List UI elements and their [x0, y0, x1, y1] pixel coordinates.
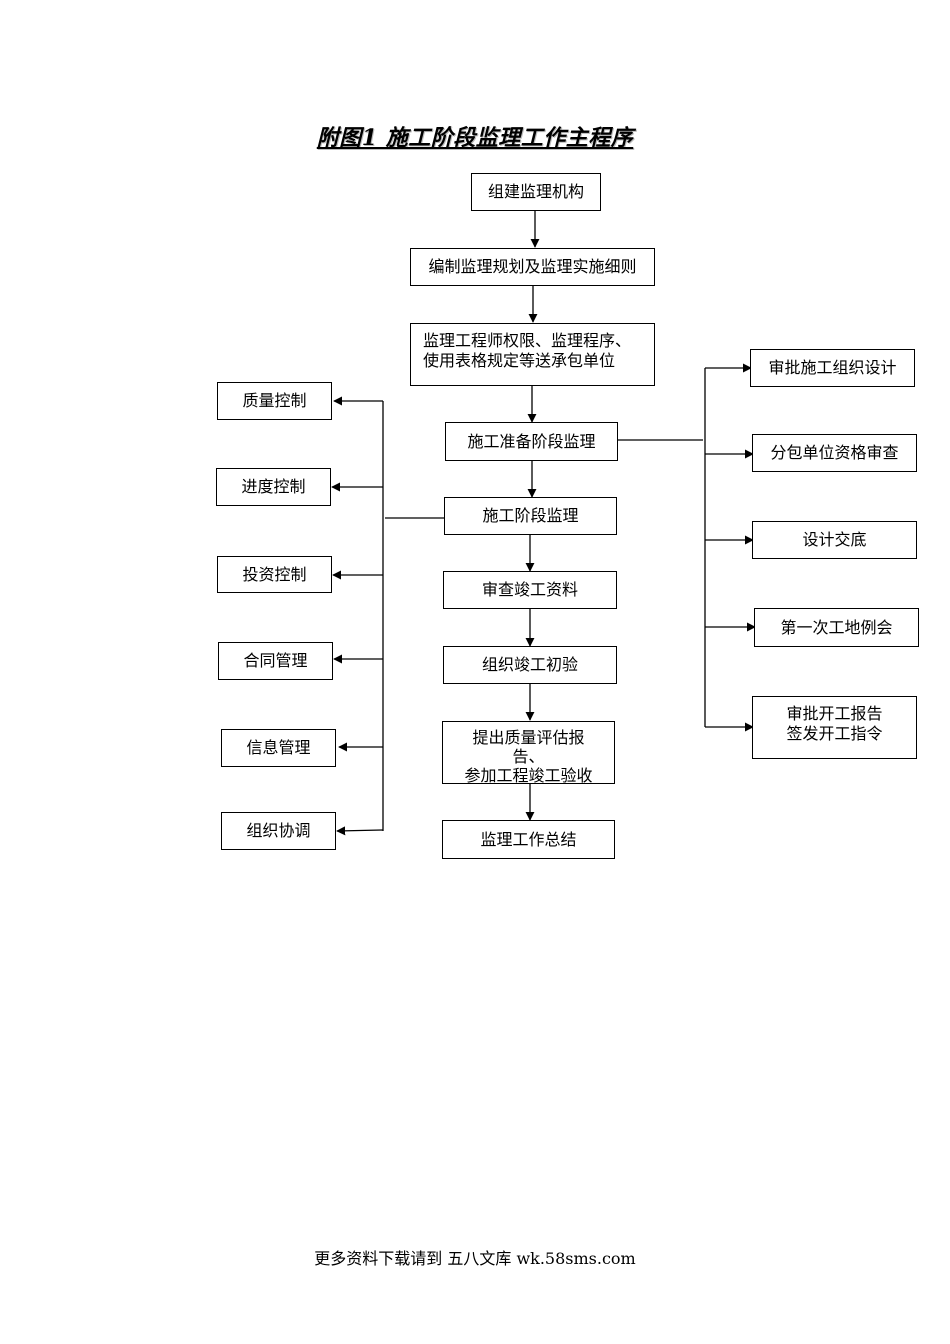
footer-download-note: 更多资料下载请到 五八文库 wk.58sms.com: [314, 1249, 636, 1268]
step-quality-assessment: 提出质量评估报 告、 参加工程竣工验收: [442, 721, 615, 785]
step-send-to-contractor: 监理工程师权限、监理程序、 使用表格规定等送承包单位: [410, 323, 655, 386]
diagram-title: 附图1 施工阶段监理工作主程序: [316, 125, 634, 151]
left-item-investment-control: 投资控制: [217, 556, 332, 593]
step-compile-plan: 编制监理规划及监理实施细则: [410, 248, 655, 286]
step-preliminary-acceptance: 组织竣工初验: [443, 646, 617, 684]
step-work-summary: 监理工作总结: [442, 820, 615, 859]
right-item-approve-start-report: 审批开工报告 签发开工指令: [752, 696, 917, 759]
left-item-contract-management: 合同管理: [218, 642, 333, 680]
step-build-organization: 组建监理机构: [471, 173, 601, 211]
left-item-information-management: 信息管理: [221, 729, 336, 767]
left-item-coordination: 组织协调: [221, 812, 336, 850]
right-item-subcontractor-review: 分包单位资格审查: [752, 434, 917, 472]
right-item-first-site-meeting: 第一次工地例会: [754, 608, 919, 647]
left-branch-arrow: [336, 826, 384, 836]
left-item-quality-control: 质量控制: [217, 382, 332, 420]
right-item-approve-construction-design: 审批施工组织设计: [750, 349, 915, 387]
step-review-completion-docs: 审查竣工资料: [443, 571, 617, 609]
step-preparation-supervision: 施工准备阶段监理: [445, 422, 618, 461]
step-construction-supervision: 施工阶段监理: [444, 497, 617, 535]
right-item-design-disclosure: 设计交底: [752, 521, 917, 559]
left-item-schedule-control: 进度控制: [216, 468, 331, 506]
